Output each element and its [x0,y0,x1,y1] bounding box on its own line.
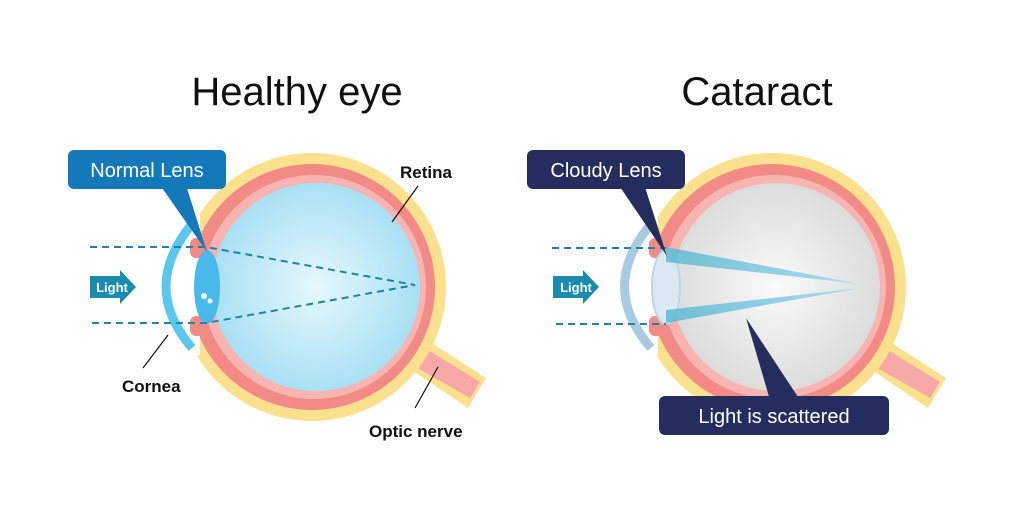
healthy-eye-title: Healthy eye [191,70,402,114]
optic-nerve-label: Optic nerve [369,422,463,441]
healthy-light-arrow: Light [90,270,136,304]
retina-label: Retina [400,163,453,182]
cataract-light-arrow: Light [553,270,599,304]
light-scattered-callout: Light is scattered [659,318,889,435]
normal-lens-label: Normal Lens [90,160,203,182]
cornea-label: Cornea [122,377,181,396]
cataract-title: Cataract [681,70,832,114]
light-scattered-label: Light is scattered [698,406,849,428]
healthy-eye-illustration [90,153,486,421]
cloudy-lens-label: Cloudy Lens [550,160,661,182]
cataract-eye-illustration [552,153,946,421]
normal-lens-callout: Normal Lens [68,150,226,252]
cloudy-lens-callout: Cloudy Lens [527,150,685,256]
healthy-light-label: Light [96,280,128,295]
cataract-light-label: Light [560,280,592,295]
